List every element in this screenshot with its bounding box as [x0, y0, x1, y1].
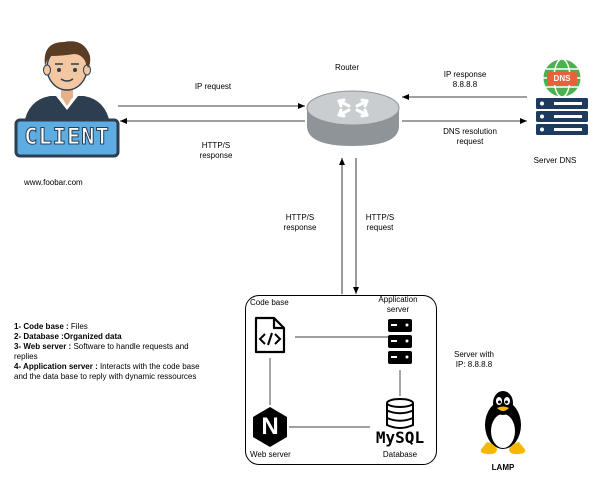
- label-dns-resolution-1: DNS resolution: [443, 127, 497, 136]
- dns-server-label: Server DNS: [533, 156, 577, 165]
- label-ip-response-1: IP response: [443, 70, 487, 79]
- app-server-label-2: server: [386, 305, 410, 314]
- legend: 1- Code base : Files 2- Database :Organi…: [14, 322, 204, 382]
- label-ip-response-2: 8.8.8.8: [452, 80, 478, 89]
- nginx-icon: [253, 407, 287, 447]
- database-label: Database: [382, 450, 418, 459]
- legend-item-code-base: 1- Code base : Files: [14, 322, 88, 331]
- nginx-letter: N: [261, 413, 279, 440]
- code-base-label: Code base: [250, 298, 289, 307]
- code-file-icon: [254, 316, 286, 354]
- router-label: Router: [334, 63, 359, 72]
- dns-badge-text: DNS: [553, 74, 571, 83]
- dns-server-icon: [536, 58, 588, 135]
- label-ip-request: IP request: [194, 82, 232, 91]
- legend-item-web-server: 3- Web server : Software to handle reque…: [14, 342, 189, 361]
- client-node: CLIENT: [14, 36, 120, 158]
- server-ip-label-1: Server with: [453, 350, 494, 359]
- router-icon: [306, 90, 400, 146]
- label-https-response-top-2: response: [199, 151, 233, 160]
- app-server-label-1: Application: [378, 295, 418, 304]
- app-server-icon: [388, 319, 412, 364]
- client-person-icon: [14, 41, 120, 158]
- client-badge-text: CLIENT: [24, 125, 110, 151]
- label-https-request-mid-2: request: [366, 223, 394, 232]
- client-domain: www.foobar.com: [24, 178, 83, 187]
- legend-item-database: 2- Database :Organized data: [14, 332, 122, 341]
- label-https-request-mid-1: HTTP/S: [365, 213, 395, 222]
- label-https-response-mid-1: HTTP/S: [285, 213, 315, 222]
- label-dns-resolution-2: request: [456, 137, 484, 146]
- server-ip-label-2: IP: 8.8.8.8: [455, 360, 493, 369]
- lamp-label: LAMP: [491, 463, 515, 472]
- mysql-logo-text: MySQL: [375, 428, 425, 447]
- database-icon: [386, 398, 414, 429]
- linux-penguin-icon: [480, 391, 526, 455]
- web-server-label: Web server: [250, 450, 291, 459]
- label-https-response-mid-2: response: [283, 223, 317, 232]
- label-https-response-top-1: HTTP/S: [201, 141, 231, 150]
- legend-item-app-server: 4- Application server : Interacts with t…: [14, 362, 200, 381]
